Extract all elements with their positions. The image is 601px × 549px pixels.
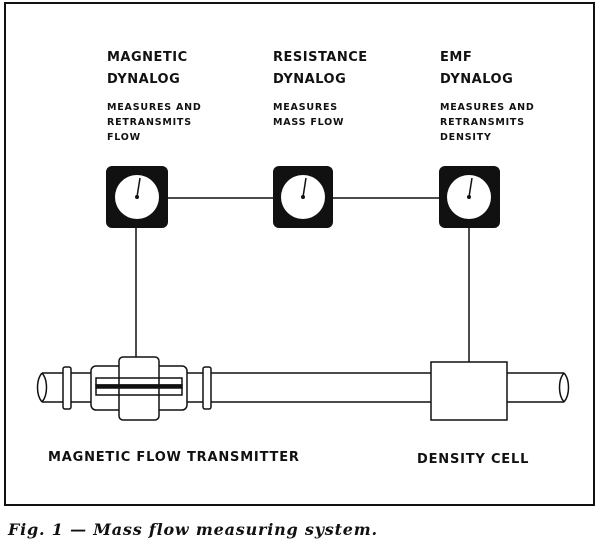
magnetic-dynalog-title: MAGNETIC DYNALOG — [107, 50, 188, 87]
diagram-frame — [4, 2, 595, 506]
density-cell-label: DENSITY CELL — [417, 452, 530, 467]
resistance-dynalog-title: RESISTANCE DYNALOG — [273, 50, 368, 87]
figure-caption: Fig. 1 — Mass flow measuring system. — [8, 520, 378, 539]
emf-dynalog-meter — [439, 166, 500, 228]
magnetic-dynalog-description: MEASURES AND RETRANSMITS FLOW — [107, 102, 202, 143]
density-cell — [430, 361, 508, 421]
right-flange — [202, 366, 212, 410]
emf-dynalog-description: MEASURES AND RETRANSMITS DENSITY — [440, 102, 535, 143]
left-flange — [62, 366, 72, 410]
emf-dynalog-title: EMF DYNALOG — [440, 50, 514, 87]
resistance-dynalog-description: MEASURES MASS FLOW — [273, 102, 345, 128]
flow-transmitter-label: MAGNETIC FLOW TRANSMITTER — [48, 450, 300, 465]
magnetic-flow-transmitter — [90, 356, 188, 421]
resistance-dynalog-meter — [273, 166, 333, 228]
magnetic-dynalog-meter — [106, 166, 168, 228]
